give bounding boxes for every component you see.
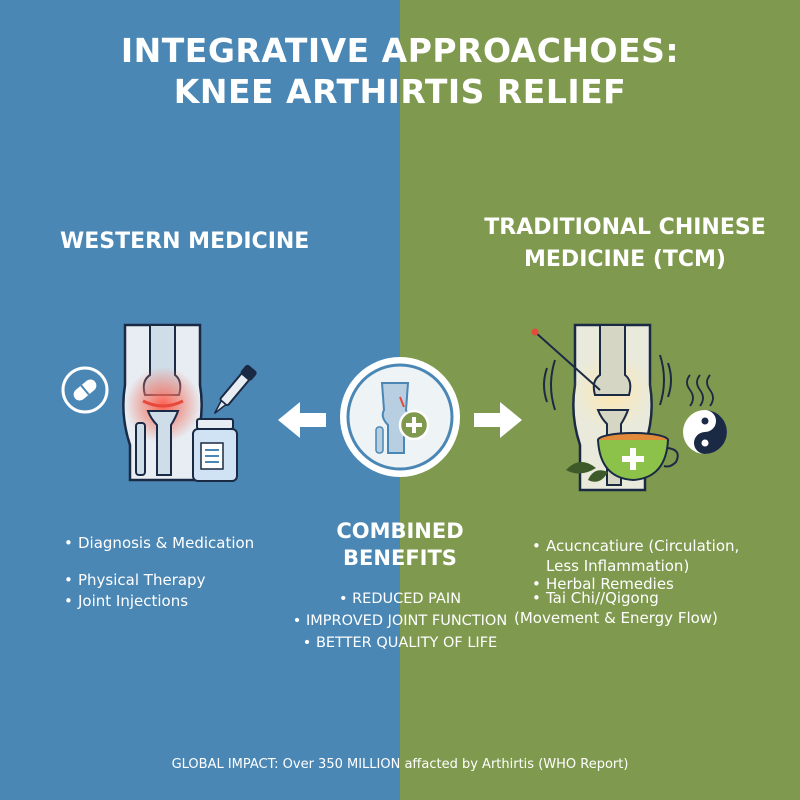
tcm-heading-line-1: TRADITIONAL CHINESE <box>484 215 766 240</box>
arrow-left-icon <box>278 402 326 438</box>
tcm-illustration <box>531 323 727 492</box>
dropper-icon <box>213 364 257 414</box>
knee-plus-icon <box>340 357 460 477</box>
benefit-item: Improved Joint Function <box>280 610 520 632</box>
combined-heading-line-2: BENEFITS <box>343 546 457 570</box>
tcm-bullet-line: Tai Chi//Qigong <box>546 589 659 607</box>
tcm-bullet-continuation: (Movement & Energy Flow) <box>514 608 739 628</box>
tcm-bullet-line: (Movement & Energy Flow) <box>514 609 718 627</box>
title-line-2: KNEE ARTHIRTIS RELIEF <box>173 72 627 111</box>
acupuncture-needle-icon <box>531 328 601 391</box>
combined-heading-line-1: COMBINED <box>336 519 464 543</box>
tcm-heading: TRADITIONAL CHINESE MEDICINE (TCM) <box>450 212 800 276</box>
title-line-1: INTEGRATIVE APPROACHOES: <box>120 31 680 70</box>
arrow-right-icon <box>474 402 522 438</box>
western-bullet: Joint Injections <box>62 591 254 612</box>
western-bullet: Physical Therapy <box>62 570 254 591</box>
combined-benefits-list: Reduced Pain Improved Joint Function Bet… <box>280 588 520 654</box>
tcm-bullet: Tai Chi//Qigong <box>530 588 739 608</box>
western-bullet-list: Diagnosis & Medication Physical Therapy … <box>62 533 254 612</box>
tcm-heading-line-2: MEDICINE (TCM) <box>524 247 726 272</box>
combined-heading: COMBINED BENEFITS <box>300 518 500 572</box>
western-illustration <box>61 323 257 482</box>
western-bullet: Diagnosis & Medication <box>62 533 254 554</box>
herbal-tea-icon <box>566 374 714 482</box>
tcm-bullet-line: Less Inflammation) <box>546 557 690 575</box>
combined-illustration <box>278 357 522 477</box>
yin-yang-icon <box>683 410 727 454</box>
footer-impact: GLOBAL IMPACT: Over 350 MILLION affacted… <box>171 757 629 772</box>
knee-joint-icon <box>122 323 203 482</box>
tcm-bullet: Acucncatiure (Circulation, Less Inflamma… <box>530 536 739 576</box>
medicine-bottle-icon <box>192 418 238 482</box>
western-heading: WESTERN MEDICINE <box>60 229 310 254</box>
benefit-item: Better Quality of Life <box>280 632 520 654</box>
pill-icon <box>61 366 109 414</box>
tcm-bullet-list: Acucncatiure (Circulation, Less Inflamma… <box>514 536 739 628</box>
tcm-bullet-line: Acucncatiure (Circulation, <box>546 537 740 555</box>
page-title: INTEGRATIVE APPROACHOES: KNEE ARTHIRTIS … <box>0 30 800 112</box>
benefit-item: Reduced Pain <box>280 588 520 610</box>
